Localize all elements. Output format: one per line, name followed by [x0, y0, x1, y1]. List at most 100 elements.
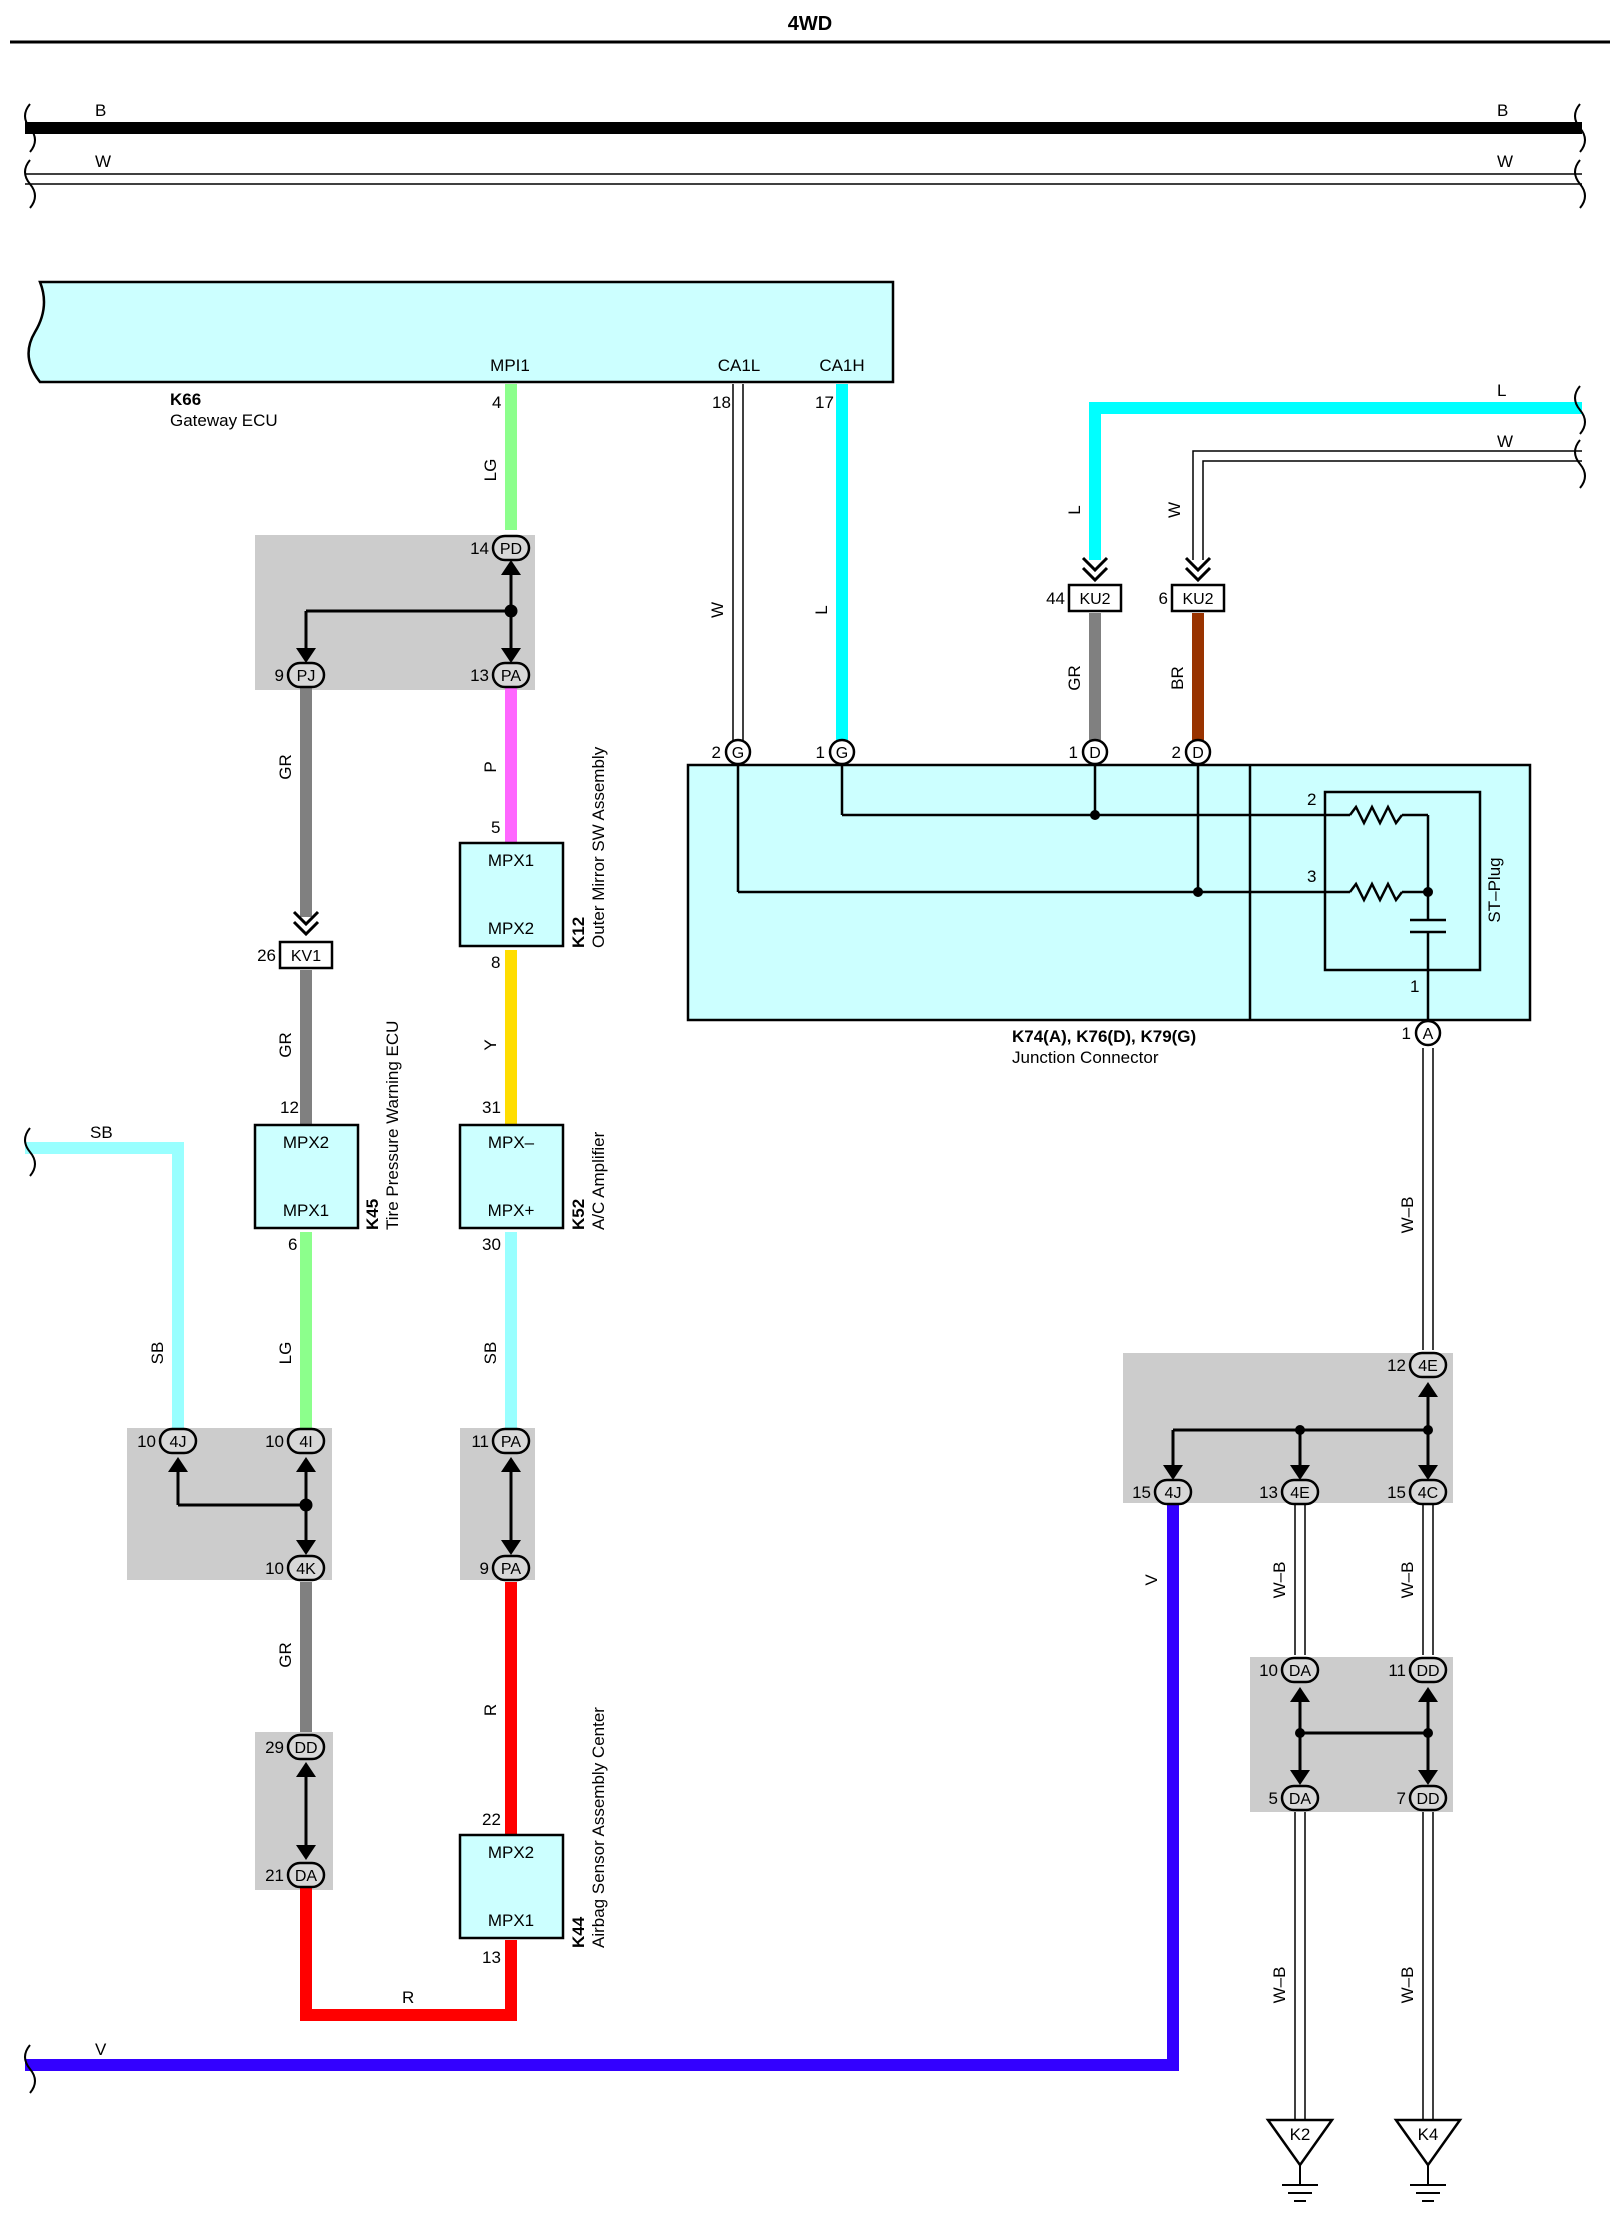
splice-dd-arrow-down [296, 1845, 316, 1860]
connector-pj-code: PJ [297, 668, 316, 685]
k52-n-top: 31 [482, 1098, 501, 1117]
pd-arrow-down-a [501, 648, 521, 663]
wire-r-bottom [300, 1888, 517, 2021]
connector-a1-pin: 1 [1402, 1024, 1411, 1043]
kv1-chevron [292, 910, 320, 937]
wire-l-right [1089, 402, 1582, 560]
wire-label-wb-k2: W–B [1270, 1967, 1289, 2004]
connector-j4j-pin: 10 [137, 1432, 156, 1451]
w-right-wave [1574, 439, 1586, 489]
k44-name: Airbag Sensor Assembly Center [589, 1707, 608, 1948]
connector-c15-pin: 15 [1387, 1483, 1406, 1502]
connector-d2-pin: 2 [1172, 743, 1181, 762]
gateway-pin-mpi1: MPI1 [490, 356, 530, 375]
splice-dd-arrow-up [296, 1762, 316, 1777]
connector-da5-code: DA [1289, 1791, 1312, 1808]
connector-pa11-pin: 11 [471, 1432, 489, 1451]
k12-id: K12 [569, 917, 588, 948]
wire-v [25, 1505, 1179, 2071]
connector-e12-pin: 12 [1387, 1356, 1406, 1375]
st-plug-label: ST–Plug [1485, 857, 1504, 922]
splice-4e-arrow-a [1163, 1465, 1183, 1480]
k44-pin-bottom: MPX1 [488, 1911, 534, 1930]
wire-label-w-ca1l: W [708, 602, 727, 618]
wire-label-wb-4e: W–B [1270, 1562, 1289, 1599]
connector-ku2a-pin: 44 [1046, 589, 1065, 608]
junction-node-1 [1090, 810, 1100, 820]
wire-label-lg1: LG [481, 459, 500, 482]
k12-pin-bottom: MPX2 [488, 919, 534, 938]
k52-n-bottom: 30 [482, 1235, 501, 1254]
connector-pd: PD 14 [470, 534, 531, 562]
connector-dd7: DD 7 [1397, 1784, 1448, 1812]
connector-pj-pin: 9 [275, 666, 284, 685]
k44-n-top: 22 [482, 1810, 501, 1829]
k45-name: Tire Pressure Warning ECU [383, 1021, 402, 1230]
st-plug-box [1323, 790, 1482, 972]
k12-name: Outer Mirror SW Assembly [589, 746, 608, 948]
wire-label-lg2: LG [276, 1342, 295, 1365]
connector-a1-code: A [1423, 1026, 1434, 1043]
ground-k4-label: K4 [1418, 2125, 1439, 2144]
connector-ku2b-code: KU2 [1182, 591, 1213, 608]
connector-ku2b-pin: 6 [1159, 589, 1168, 608]
splice-4j-arrow-a [168, 1457, 188, 1472]
k52-id: K52 [569, 1199, 588, 1230]
connector-d1-code: D [1089, 745, 1101, 762]
wire-wb-a [1422, 1048, 1434, 1350]
connector-d1-pin: 1 [1069, 743, 1078, 762]
connector-pa-code: PA [501, 668, 521, 685]
connector-g2-pin: 2 [712, 743, 721, 762]
connector-pa9: PA9 [480, 1554, 531, 1582]
wire-label-br-ku2: BR [1168, 666, 1187, 690]
k45-pin-top: MPX2 [283, 1133, 329, 1152]
splice-da-arrow-c [1290, 1770, 1310, 1785]
wire-sb-in [25, 1142, 184, 1428]
k52-box [458, 1123, 565, 1230]
wire-label-wb-4c: W–B [1398, 1562, 1417, 1599]
connector-dd7-code: DD [1416, 1791, 1439, 1808]
k52-name: A/C Amplifier [589, 1131, 608, 1230]
wire-wb-k4 [1422, 1812, 1434, 2120]
sb-wave [24, 1127, 36, 1177]
k52-pin-top: MPX– [488, 1133, 535, 1152]
splice-4e-arrow-b [1290, 1465, 1310, 1480]
connector-g2-code: G [732, 745, 744, 762]
splice-4e-node-a [1295, 1425, 1305, 1435]
connector-da21-pin: 21 [265, 1866, 284, 1885]
connector-j4k-pin: 10 [265, 1559, 284, 1578]
k12-n-top: 5 [491, 818, 500, 837]
connector-dd7-pin: 7 [1397, 1789, 1406, 1808]
connector-pd-code: PD [500, 541, 522, 558]
bus-w-label-right: W [1497, 152, 1513, 171]
connector-j4j-code: 4J [170, 1434, 187, 1451]
wire-label-gr-4k: GR [276, 1642, 295, 1668]
k12-pin-top: MPX1 [488, 851, 534, 870]
wire-label-w-right: W [1497, 432, 1513, 451]
splice-block-pa [460, 1428, 535, 1580]
connector-pd-pin: 14 [470, 539, 489, 558]
wire-w-ca1l [732, 384, 744, 745]
connector-g1: G1 [816, 738, 856, 766]
l-right-wave [1574, 385, 1586, 435]
k44-id: K44 [569, 1916, 588, 1948]
wire-label-sb-in: SB [90, 1123, 113, 1142]
splice-4j-arrow-c [296, 1540, 316, 1555]
splice-block-4e [1123, 1353, 1453, 1503]
k44-pin-top: MPX2 [488, 1843, 534, 1862]
k45-box [253, 1123, 360, 1230]
connector-e13-pin: 13 [1259, 1483, 1278, 1502]
splice-4j-arrow-b [296, 1457, 316, 1472]
wire-label-r-bottom: R [402, 1988, 414, 2007]
connector-d2: D2 [1172, 738, 1212, 766]
ku2-chevrons [1081, 556, 1212, 583]
